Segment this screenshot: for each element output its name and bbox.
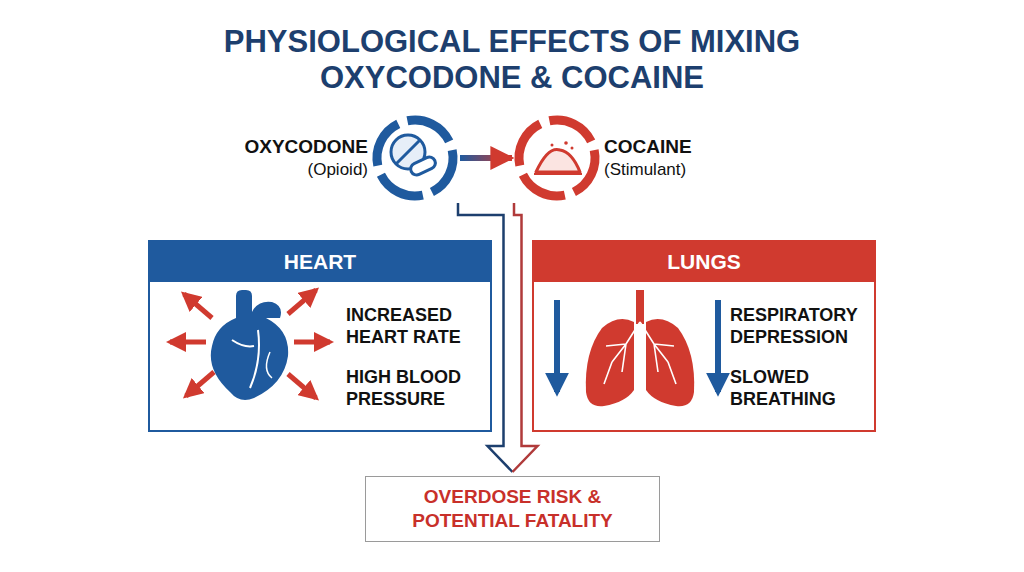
outcome-content: OVERDOSE RISK & POTENTIAL FATALITY — [388, 485, 638, 533]
drug-name: COCAINE — [604, 135, 692, 158]
diagram-title: PHYSIOLOGICAL EFFECTS OF MIXING OXYCODON… — [162, 24, 862, 96]
drug-label: OXYCODONE(Opioid) — [244, 113, 368, 203]
outcome-text: OVERDOSE RISK & POTENTIAL FATALITY — [388, 485, 638, 533]
flow-arrow — [460, 155, 512, 161]
pill-icon — [370, 113, 460, 203]
drug-class: (Opioid) — [244, 158, 368, 181]
drug-name: OXYCODONE — [244, 135, 368, 158]
panel-title: LUNGS — [667, 250, 741, 274]
effect-panel: HEART INCREASED HEART RATE HIGH BLOOD PRES… — [148, 240, 492, 432]
effect-text: SLOWED BREATHING — [730, 366, 872, 410]
effect-text: RESPIRATORY DEPRESSION — [730, 304, 872, 348]
drug-node: OXYCODONE(Opioid) — [220, 113, 460, 203]
lungs-illustration — [557, 290, 718, 406]
panel-title: HEART — [284, 250, 356, 274]
effect-text: INCREASED HEART RATE — [346, 304, 488, 348]
panel-body: RESPIRATORY DEPRESSION SLOWED BREATHING — [730, 304, 872, 410]
drug-class: (Stimulant) — [604, 158, 692, 181]
heart-illustration — [170, 290, 330, 400]
panel-header: LUNGS — [534, 242, 874, 282]
drug-label: COCAINE(Stimulant) — [604, 113, 692, 203]
powder-icon — [512, 113, 602, 203]
panel-body: INCREASED HEART RATE HIGH BLOOD PRESSURE — [346, 304, 488, 410]
effect-text: HIGH BLOOD PRESSURE — [346, 366, 488, 410]
outcome-box: OVERDOSE RISK & POTENTIAL FATALITY — [365, 476, 660, 542]
effect-panel: LUNGS RESPIRATORY DEPRESSION SLOWED BREATH… — [532, 240, 876, 432]
drug-node: COCAINE(Stimulant) — [512, 113, 752, 203]
panel-header: HEART — [150, 242, 490, 282]
